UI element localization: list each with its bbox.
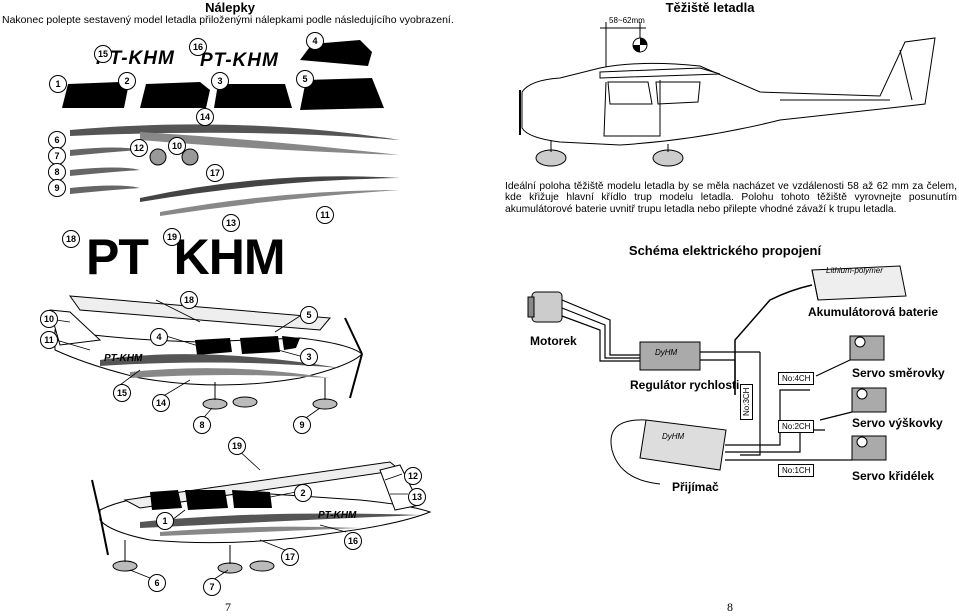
stripe-11 (140, 176, 400, 202)
decal-reg-15: PT-KHM (96, 48, 175, 69)
page-number-left: 7 (225, 600, 231, 614)
page-title-left: Nálepky (205, 0, 255, 15)
marker-9-plane: 9 (293, 416, 311, 434)
marker-3-plane: 3 (300, 348, 318, 366)
channel-3-tag: No:3CH (740, 383, 753, 420)
receiver-brand: DyHM (662, 432, 685, 441)
marker-3: 3 (211, 72, 229, 90)
marker-15: 15 (94, 45, 112, 63)
marker-12: 12 (130, 139, 148, 157)
stripe-14 (70, 124, 400, 140)
page-number-right: 8 (727, 600, 733, 614)
marker-11: 11 (316, 206, 334, 224)
marker-16-plane: 16 (344, 532, 362, 550)
window-decal-1 (62, 82, 128, 108)
marker-13: 13 (222, 214, 240, 232)
marker-8-plane: 8 (193, 416, 211, 434)
motor-label: Motorek (530, 334, 577, 348)
battery-tag: Lithium-polymer (826, 266, 883, 275)
cg-paragraph: Ideální poloha těžiště modelu letadla by… (505, 181, 957, 215)
esc-brand: DyHM (655, 348, 678, 357)
marker-14: 14 (196, 108, 214, 126)
wiring-title: Schéma elektrického propojení (628, 243, 822, 258)
fuselage-reg-bottom: PT-KHM (318, 510, 357, 521)
decal-reg-large: PT KHM (86, 229, 286, 285)
marker-2-plane: 2 (294, 484, 312, 502)
decal-reg-16: PT-KHM (200, 50, 279, 71)
marker-14-plane: 14 (152, 394, 170, 412)
marker-19-plane: 19 (228, 437, 246, 455)
servo-aileron-label: Servo křidélek (852, 469, 935, 483)
marker-6-plane: 6 (148, 574, 166, 592)
marker-5: 5 (296, 70, 314, 88)
marker-1-plane: 1 (156, 512, 174, 530)
marker-5-plane: 5 (300, 306, 318, 324)
marker-13-plane: 13 (408, 488, 426, 506)
marker-4: 4 (306, 32, 324, 50)
marker-15-plane: 15 (113, 384, 131, 402)
window-decal-3 (214, 84, 292, 108)
intro-text: Nakonec polepte sestavený model letadla … (2, 14, 454, 26)
channel-2-tag: No:2CH (778, 420, 815, 433)
servo-elevator-label: Servo výškovky (852, 416, 943, 430)
marker-16: 16 (189, 38, 207, 56)
marker-11-plane: 11 (40, 331, 58, 349)
battery-label: Akumulátorová baterie (808, 305, 939, 319)
marker-9: 9 (48, 179, 66, 197)
marker-17-plane: 17 (281, 548, 299, 566)
marker-19: 19 (163, 228, 181, 246)
window-decal-5 (300, 78, 384, 110)
marker-17: 17 (206, 164, 224, 182)
esc-label: Regulátor rychlosti (630, 378, 740, 392)
cg-dimension: 58~62mm (609, 16, 645, 25)
marker-18-plane: 18 (180, 291, 198, 309)
marker-10-plane: 10 (40, 310, 58, 328)
fuselage-reg-top: PT-KHM (104, 353, 143, 364)
marker-1: 1 (49, 75, 67, 93)
marker-7-plane: 7 (203, 578, 221, 596)
window-decal-2 (140, 82, 210, 108)
marker-12-plane: 12 (404, 467, 422, 485)
marker-2: 2 (118, 72, 136, 90)
marker-4-plane: 4 (150, 328, 168, 346)
channel-1-tag: No:1CH (778, 464, 815, 477)
channel-4-tag: No:4CH (778, 372, 815, 385)
marker-10: 10 (168, 137, 186, 155)
cg-title: Těžiště letadla (665, 0, 755, 15)
marker-18: 18 (62, 230, 80, 248)
receiver-label: Přijímač (672, 480, 719, 494)
servo-rudder-label: Servo směrovky (852, 366, 945, 380)
